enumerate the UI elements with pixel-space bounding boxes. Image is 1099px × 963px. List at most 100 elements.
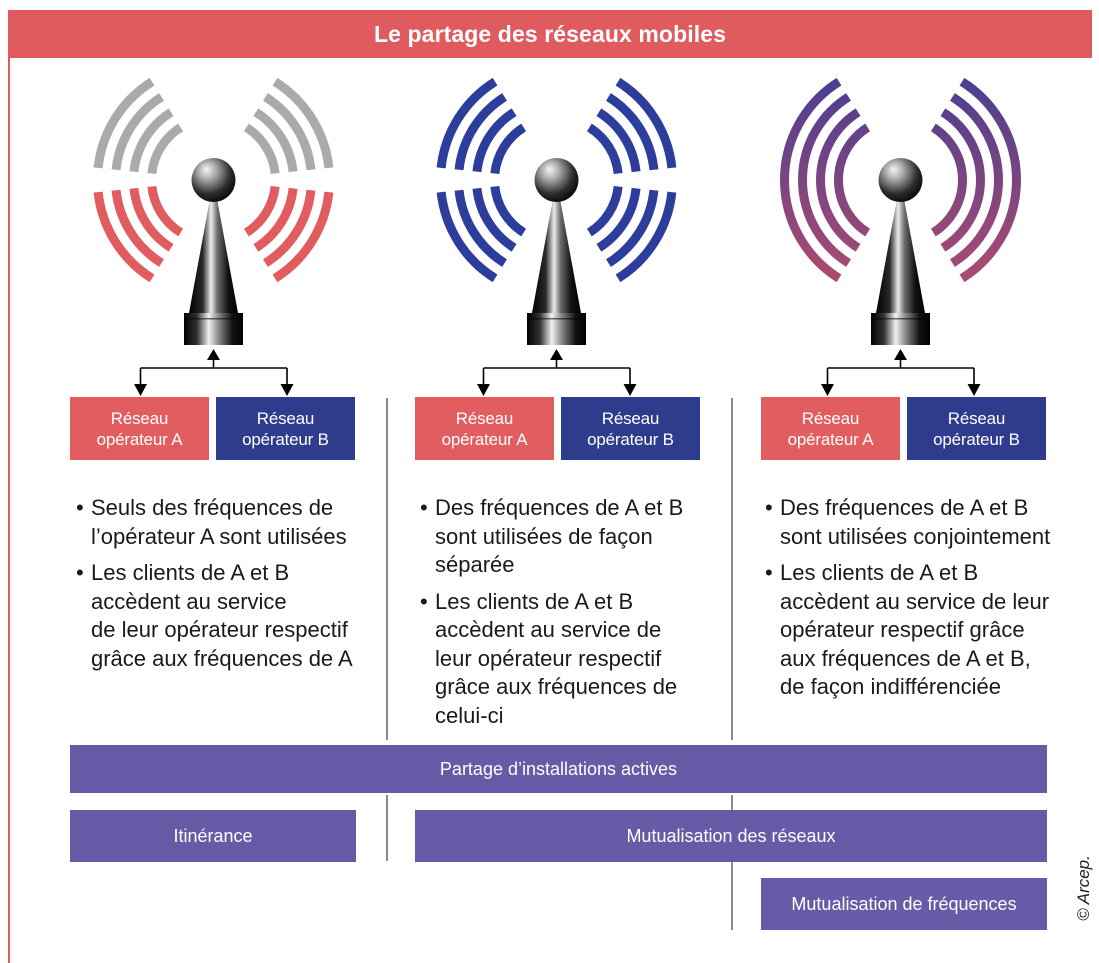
signal-wave xyxy=(834,123,871,237)
arrow-down-head xyxy=(623,384,637,396)
antenna-base xyxy=(184,313,243,345)
signal-wave xyxy=(940,108,985,252)
signal-wave xyxy=(93,77,155,169)
signal-wave xyxy=(780,77,842,283)
bar-active-sharing: Partage d’installations actives xyxy=(70,745,1047,793)
signal-wave xyxy=(147,185,184,237)
signal-wave xyxy=(605,189,659,267)
arrow-down-head xyxy=(477,384,490,396)
column-divider xyxy=(386,398,388,740)
copyright-credit: © Arcep. xyxy=(1074,855,1093,921)
frame-border xyxy=(8,58,10,963)
bar-frequency-sharing: Mutualisation de fréquences xyxy=(761,878,1047,930)
signal-waves xyxy=(93,77,334,283)
signal-wave xyxy=(950,93,1003,267)
signal-wave xyxy=(262,93,316,171)
column-divider xyxy=(386,795,388,861)
network-box-operator-a: Réseau opérateur A xyxy=(70,397,209,460)
signal-wave xyxy=(472,187,517,252)
signal-wave xyxy=(930,123,967,237)
bar-label: Partage d’installations actives xyxy=(439,758,678,779)
antenna-icon xyxy=(436,77,677,396)
bullet-item: Les clients de A et B accèdent au servic… xyxy=(420,588,720,731)
signal-wave xyxy=(272,191,334,283)
arrow-down-head xyxy=(280,384,294,396)
bar-label: Itinérance xyxy=(173,825,253,846)
antenna-mast xyxy=(189,196,238,313)
bar-label: Mutualisation de fréquences xyxy=(791,893,1017,914)
antenna-base xyxy=(527,313,586,345)
signal-wave xyxy=(436,191,498,283)
network-box-operator-b: Réseau opérateur B xyxy=(907,397,1046,460)
arrow-down-head xyxy=(821,384,834,396)
antenna-base xyxy=(871,313,930,345)
signal-wave xyxy=(596,108,641,173)
column-divider xyxy=(731,795,733,810)
bullet-item: Des fréquences de A et B sont utilisées … xyxy=(765,494,1085,551)
signal-wave xyxy=(490,185,527,237)
title-banner: Le partage des réseaux mobiles xyxy=(8,10,1092,58)
network-box-operator-a: Réseau opérateur A xyxy=(415,397,554,460)
bar-network-sharing: Mutualisation des réseaux xyxy=(415,810,1047,862)
signal-wave xyxy=(253,108,298,173)
connector-arrows xyxy=(821,349,981,396)
signal-wave xyxy=(111,93,165,171)
signal-wave xyxy=(586,185,623,237)
description-list: Des fréquences de A et B sont utilisées … xyxy=(765,494,1085,710)
signal-wave xyxy=(93,191,155,283)
signal-wave xyxy=(147,123,184,175)
antenna-ball xyxy=(534,158,579,202)
signal-wave xyxy=(586,123,623,175)
signal-wave xyxy=(596,187,641,252)
signal-wave xyxy=(129,187,174,252)
signal-wave xyxy=(615,191,677,283)
antenna-ball xyxy=(878,158,923,202)
antenna-icon xyxy=(780,77,1021,396)
signal-wave xyxy=(262,189,316,267)
signal-wave xyxy=(243,123,280,175)
bullet-item: Les clients de A et B accèdent au servic… xyxy=(765,559,1085,702)
signal-wave xyxy=(272,77,334,169)
bar-label: Mutualisation des réseaux xyxy=(626,825,836,846)
signal-waves xyxy=(780,77,1021,283)
connector-arrows xyxy=(134,349,294,396)
arrow-up-head xyxy=(207,349,220,360)
signal-wave xyxy=(454,93,508,171)
arrow-up-head xyxy=(550,349,563,360)
signal-waves xyxy=(436,77,677,283)
signal-wave xyxy=(605,93,659,171)
bullet-item: Des fréquences de A et B sont utilisées … xyxy=(420,494,720,580)
arrow-down-head xyxy=(134,384,147,396)
signal-wave xyxy=(111,189,165,267)
page-title: Le partage des réseaux mobiles xyxy=(374,20,726,47)
signal-wave xyxy=(243,185,280,237)
column-divider xyxy=(731,398,733,740)
network-box-operator-b: Réseau opérateur B xyxy=(561,397,700,460)
antenna-mast xyxy=(532,196,581,313)
signal-wave xyxy=(436,77,498,169)
signal-wave xyxy=(959,77,1021,283)
column-divider xyxy=(731,862,733,930)
signal-wave xyxy=(253,187,298,252)
arrow-down-head xyxy=(967,384,981,396)
bullet-item: Seuls des fréquences de l’opérateur A so… xyxy=(76,494,376,551)
description-list: Des fréquences de A et B sont utilisées … xyxy=(420,494,720,738)
description-list: Seuls des fréquences de l’opérateur A so… xyxy=(76,494,376,681)
network-box-operator-a: Réseau opérateur A xyxy=(761,397,900,460)
signal-wave xyxy=(615,77,677,169)
signal-wave xyxy=(129,108,174,173)
signal-wave xyxy=(454,189,508,267)
arrow-up-head xyxy=(894,349,907,360)
antenna-mast xyxy=(876,196,925,313)
signal-wave xyxy=(816,108,861,252)
connector-arrows xyxy=(477,349,637,396)
signal-wave xyxy=(490,123,527,175)
bullet-item: Les clients de A et B accèdent au servic… xyxy=(76,559,376,673)
bar-roaming: Itinérance xyxy=(70,810,356,862)
antenna-ball xyxy=(191,158,236,202)
signal-wave xyxy=(798,93,851,267)
signal-wave xyxy=(472,108,517,173)
network-box-operator-b: Réseau opérateur B xyxy=(216,397,355,460)
antenna-icon xyxy=(93,77,334,396)
